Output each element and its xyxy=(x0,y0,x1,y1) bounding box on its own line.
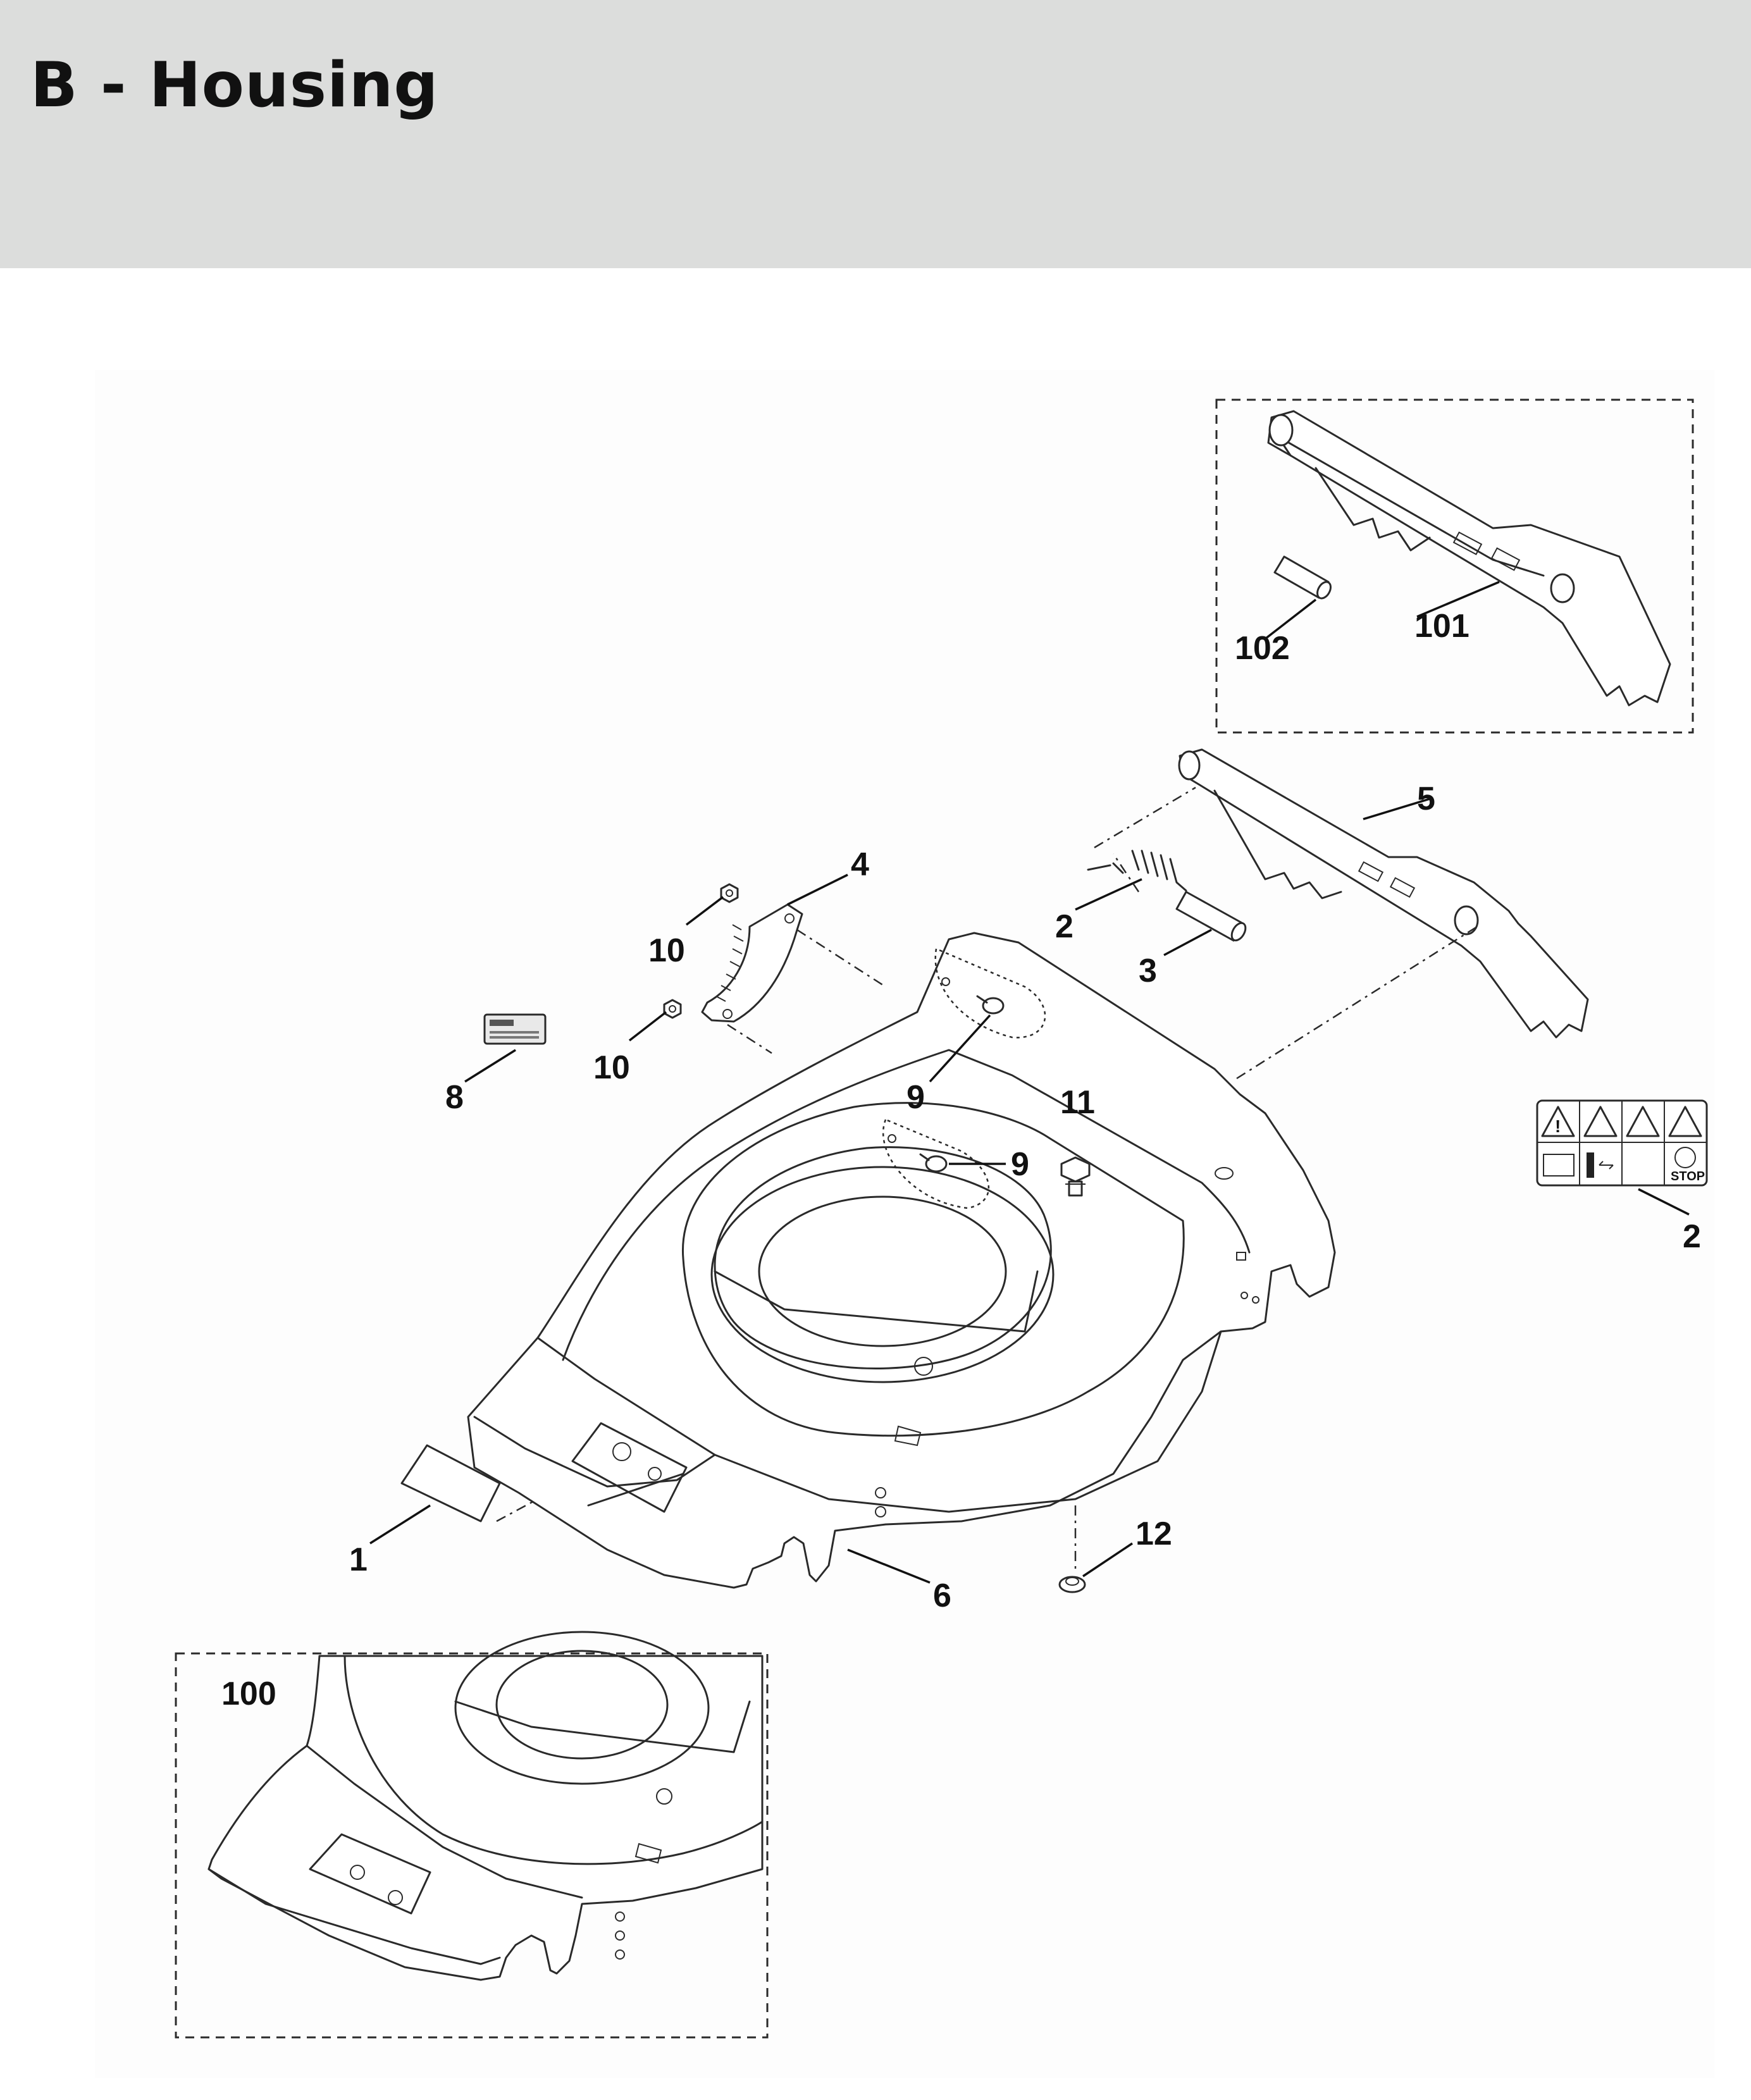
callout-10-lower: 10 xyxy=(593,1049,630,1086)
leader-6 xyxy=(787,874,848,906)
callout-12: 12 xyxy=(1135,1516,1172,1552)
detail-box-101 xyxy=(1215,398,1694,734)
decal-1 xyxy=(400,1444,501,1522)
leader-8 xyxy=(464,1049,516,1083)
housing-deck-5 xyxy=(467,932,1336,1589)
callout-11: 11 xyxy=(1060,1084,1095,1121)
label-8 xyxy=(483,1013,547,1045)
callout-100: 100 xyxy=(221,1676,276,1712)
callout-102: 102 xyxy=(1235,630,1290,667)
screw-9-lower xyxy=(888,1134,948,1173)
leader-10-upper xyxy=(685,896,724,926)
leader-7 xyxy=(1075,878,1142,911)
rear-flap-4 xyxy=(1178,748,1589,1039)
leader-3 xyxy=(1163,929,1212,956)
callout-1: 1 xyxy=(349,1541,368,1578)
warning-exclamation-icon: ! xyxy=(1555,1116,1561,1136)
callout-9-upper: 9 xyxy=(906,1079,925,1116)
flange-nut-12 xyxy=(1058,1576,1086,1593)
callout-101: 101 xyxy=(1414,608,1469,645)
nut-10-lower xyxy=(663,999,682,1019)
bolt-11 xyxy=(1060,1156,1091,1197)
spring-7 xyxy=(1087,849,1187,892)
callout-2: 2 xyxy=(1683,1218,1701,1255)
stop-text: STOP xyxy=(1671,1170,1705,1183)
detail-box-100 xyxy=(175,1652,769,2039)
callout-3: 3 xyxy=(1139,953,1157,989)
callout-9-lower: 9 xyxy=(1011,1146,1029,1183)
leader-4 xyxy=(1363,798,1430,820)
pin-102 xyxy=(1273,555,1332,600)
leader-1 xyxy=(369,1504,431,1545)
nut-10-upper xyxy=(720,883,739,903)
leader-2 xyxy=(1638,1188,1690,1216)
page-title: B - Housing xyxy=(30,49,439,121)
leader-5 xyxy=(847,1548,931,1584)
leader-101 xyxy=(1416,581,1500,618)
leader-10-lower xyxy=(628,1011,667,1042)
guide-line xyxy=(727,1023,772,1054)
leader-12 xyxy=(1082,1542,1133,1578)
leader-9-upper xyxy=(929,1014,991,1083)
callout-6: 4 xyxy=(851,846,869,883)
height-scale-6 xyxy=(701,903,803,1023)
warning-label-2: ! STOP xyxy=(1536,1099,1708,1187)
guide-line xyxy=(1094,786,1196,849)
handle-bracket-101 xyxy=(1267,410,1671,707)
guide-line xyxy=(796,929,886,988)
callout-4: 5 xyxy=(1417,781,1435,817)
callout-5: 6 xyxy=(933,1578,951,1614)
housing-variant-100 xyxy=(207,1631,764,1981)
leader-102 xyxy=(1264,598,1317,640)
screw-9-upper xyxy=(941,977,1005,1015)
guide-line xyxy=(1236,925,1478,1080)
pin-3 xyxy=(1175,891,1247,942)
header-banner: B - Housing xyxy=(0,0,1751,268)
callout-8: 8 xyxy=(445,1079,464,1116)
callout-7: 2 xyxy=(1055,908,1073,945)
callout-10-upper: 10 xyxy=(648,932,685,969)
guide-line xyxy=(1112,853,1140,892)
